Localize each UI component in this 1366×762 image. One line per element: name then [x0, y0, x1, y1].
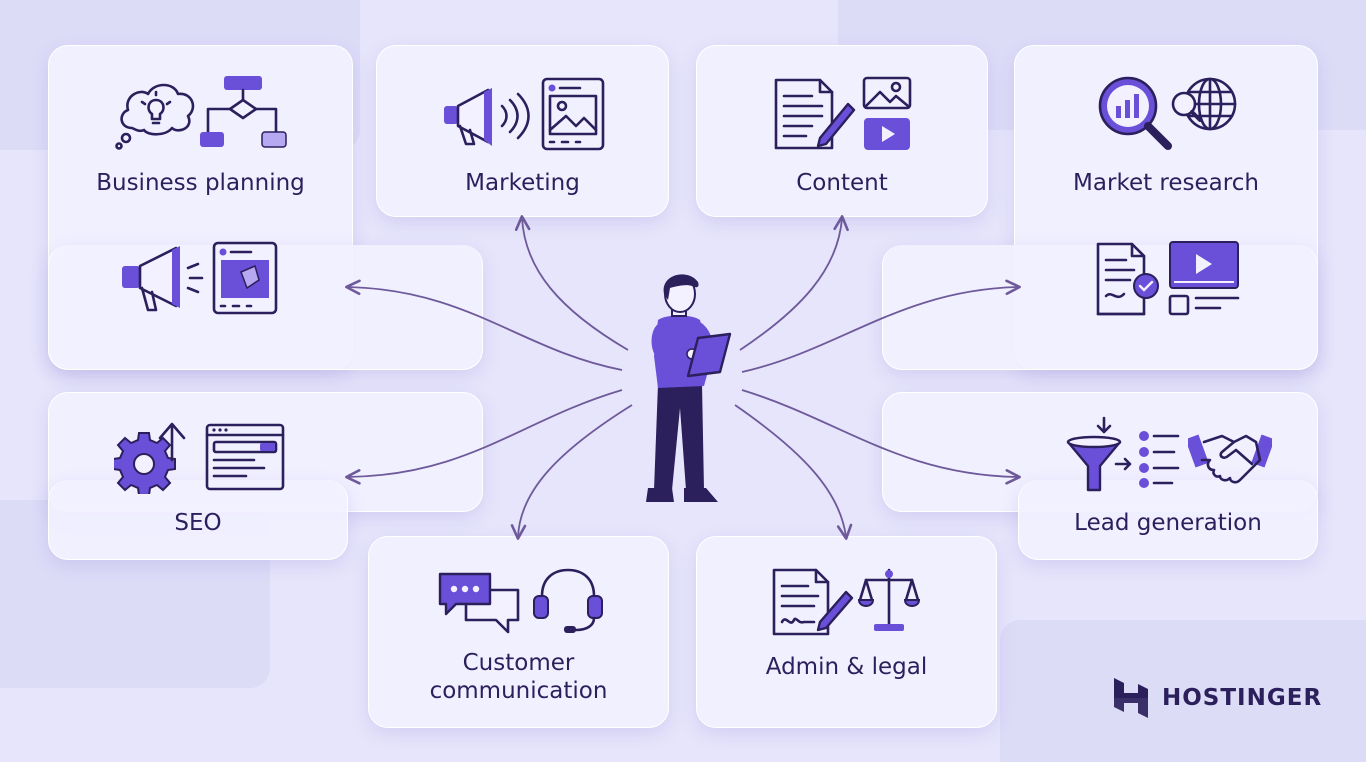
card-admin-legal: [696, 536, 997, 728]
globe-search-icon: [1171, 77, 1237, 131]
label-customer-communication-line1: Customer: [462, 650, 575, 676]
magnifier-chart-icon: [1098, 76, 1172, 150]
headset-icon: [533, 568, 603, 633]
label-business-planning: Business planning: [96, 170, 305, 196]
hostinger-logo-icon: [1114, 678, 1148, 718]
card-customer-communication: [368, 536, 669, 728]
arrow-to-market-research: [741, 279, 1021, 373]
handshake-icon: [1188, 434, 1272, 484]
arrow-to-seo: [345, 389, 623, 485]
image-icon: [862, 76, 912, 110]
flowchart-icon: [200, 76, 287, 148]
arrow-to-customer-communication: [510, 404, 633, 540]
label-lead-generation: Lead generation: [1074, 510, 1262, 536]
megaphone-icon: [444, 88, 530, 146]
brand-logo: HOSTINGER: [1112, 676, 1322, 720]
label-admin-legal: Admin & legal: [765, 654, 928, 680]
browser-search-icon: [205, 423, 285, 491]
card-market-research-extension: [882, 245, 1318, 370]
contract-signature-icon: [772, 568, 854, 636]
document-pen-icon: [774, 78, 856, 150]
card-lead-generation-extension: [1018, 480, 1318, 560]
video-play-icon: [864, 118, 910, 150]
card-content: [696, 45, 988, 217]
arrow-to-marketing: [514, 215, 629, 351]
video-player-icon: [1168, 241, 1240, 316]
certified-document-icon: [1096, 242, 1159, 316]
label-market-research: Market research: [1073, 170, 1259, 196]
megaphone-icon: [122, 246, 204, 312]
person-with-tablet-illustration: [646, 274, 732, 502]
chat-bubbles-icon: [438, 572, 520, 634]
brand-name: HOSTINGER: [1162, 685, 1323, 711]
arrow-to-lead-generation: [741, 389, 1021, 485]
scales-icon: [858, 568, 920, 631]
list-icon: [1114, 431, 1180, 488]
background-block: [1000, 620, 1366, 762]
social-post-icon: [212, 241, 278, 315]
card-seo-extension: [48, 480, 348, 560]
arrow-to-content: [739, 215, 849, 351]
label-seo: SEO: [174, 510, 222, 536]
label-customer-communication-line2: communication: [429, 678, 608, 704]
thought-bubble-lightbulb-icon: [115, 83, 195, 150]
social-post-icon: [541, 77, 605, 151]
label-content: Content: [796, 170, 888, 196]
arrow-to-admin-legal: [734, 404, 853, 540]
gear-arrow-up-icon: [114, 422, 186, 494]
funnel-icon: [1066, 416, 1122, 492]
label-marketing: Marketing: [465, 170, 580, 196]
arrow-to-business-planning: [345, 279, 623, 371]
